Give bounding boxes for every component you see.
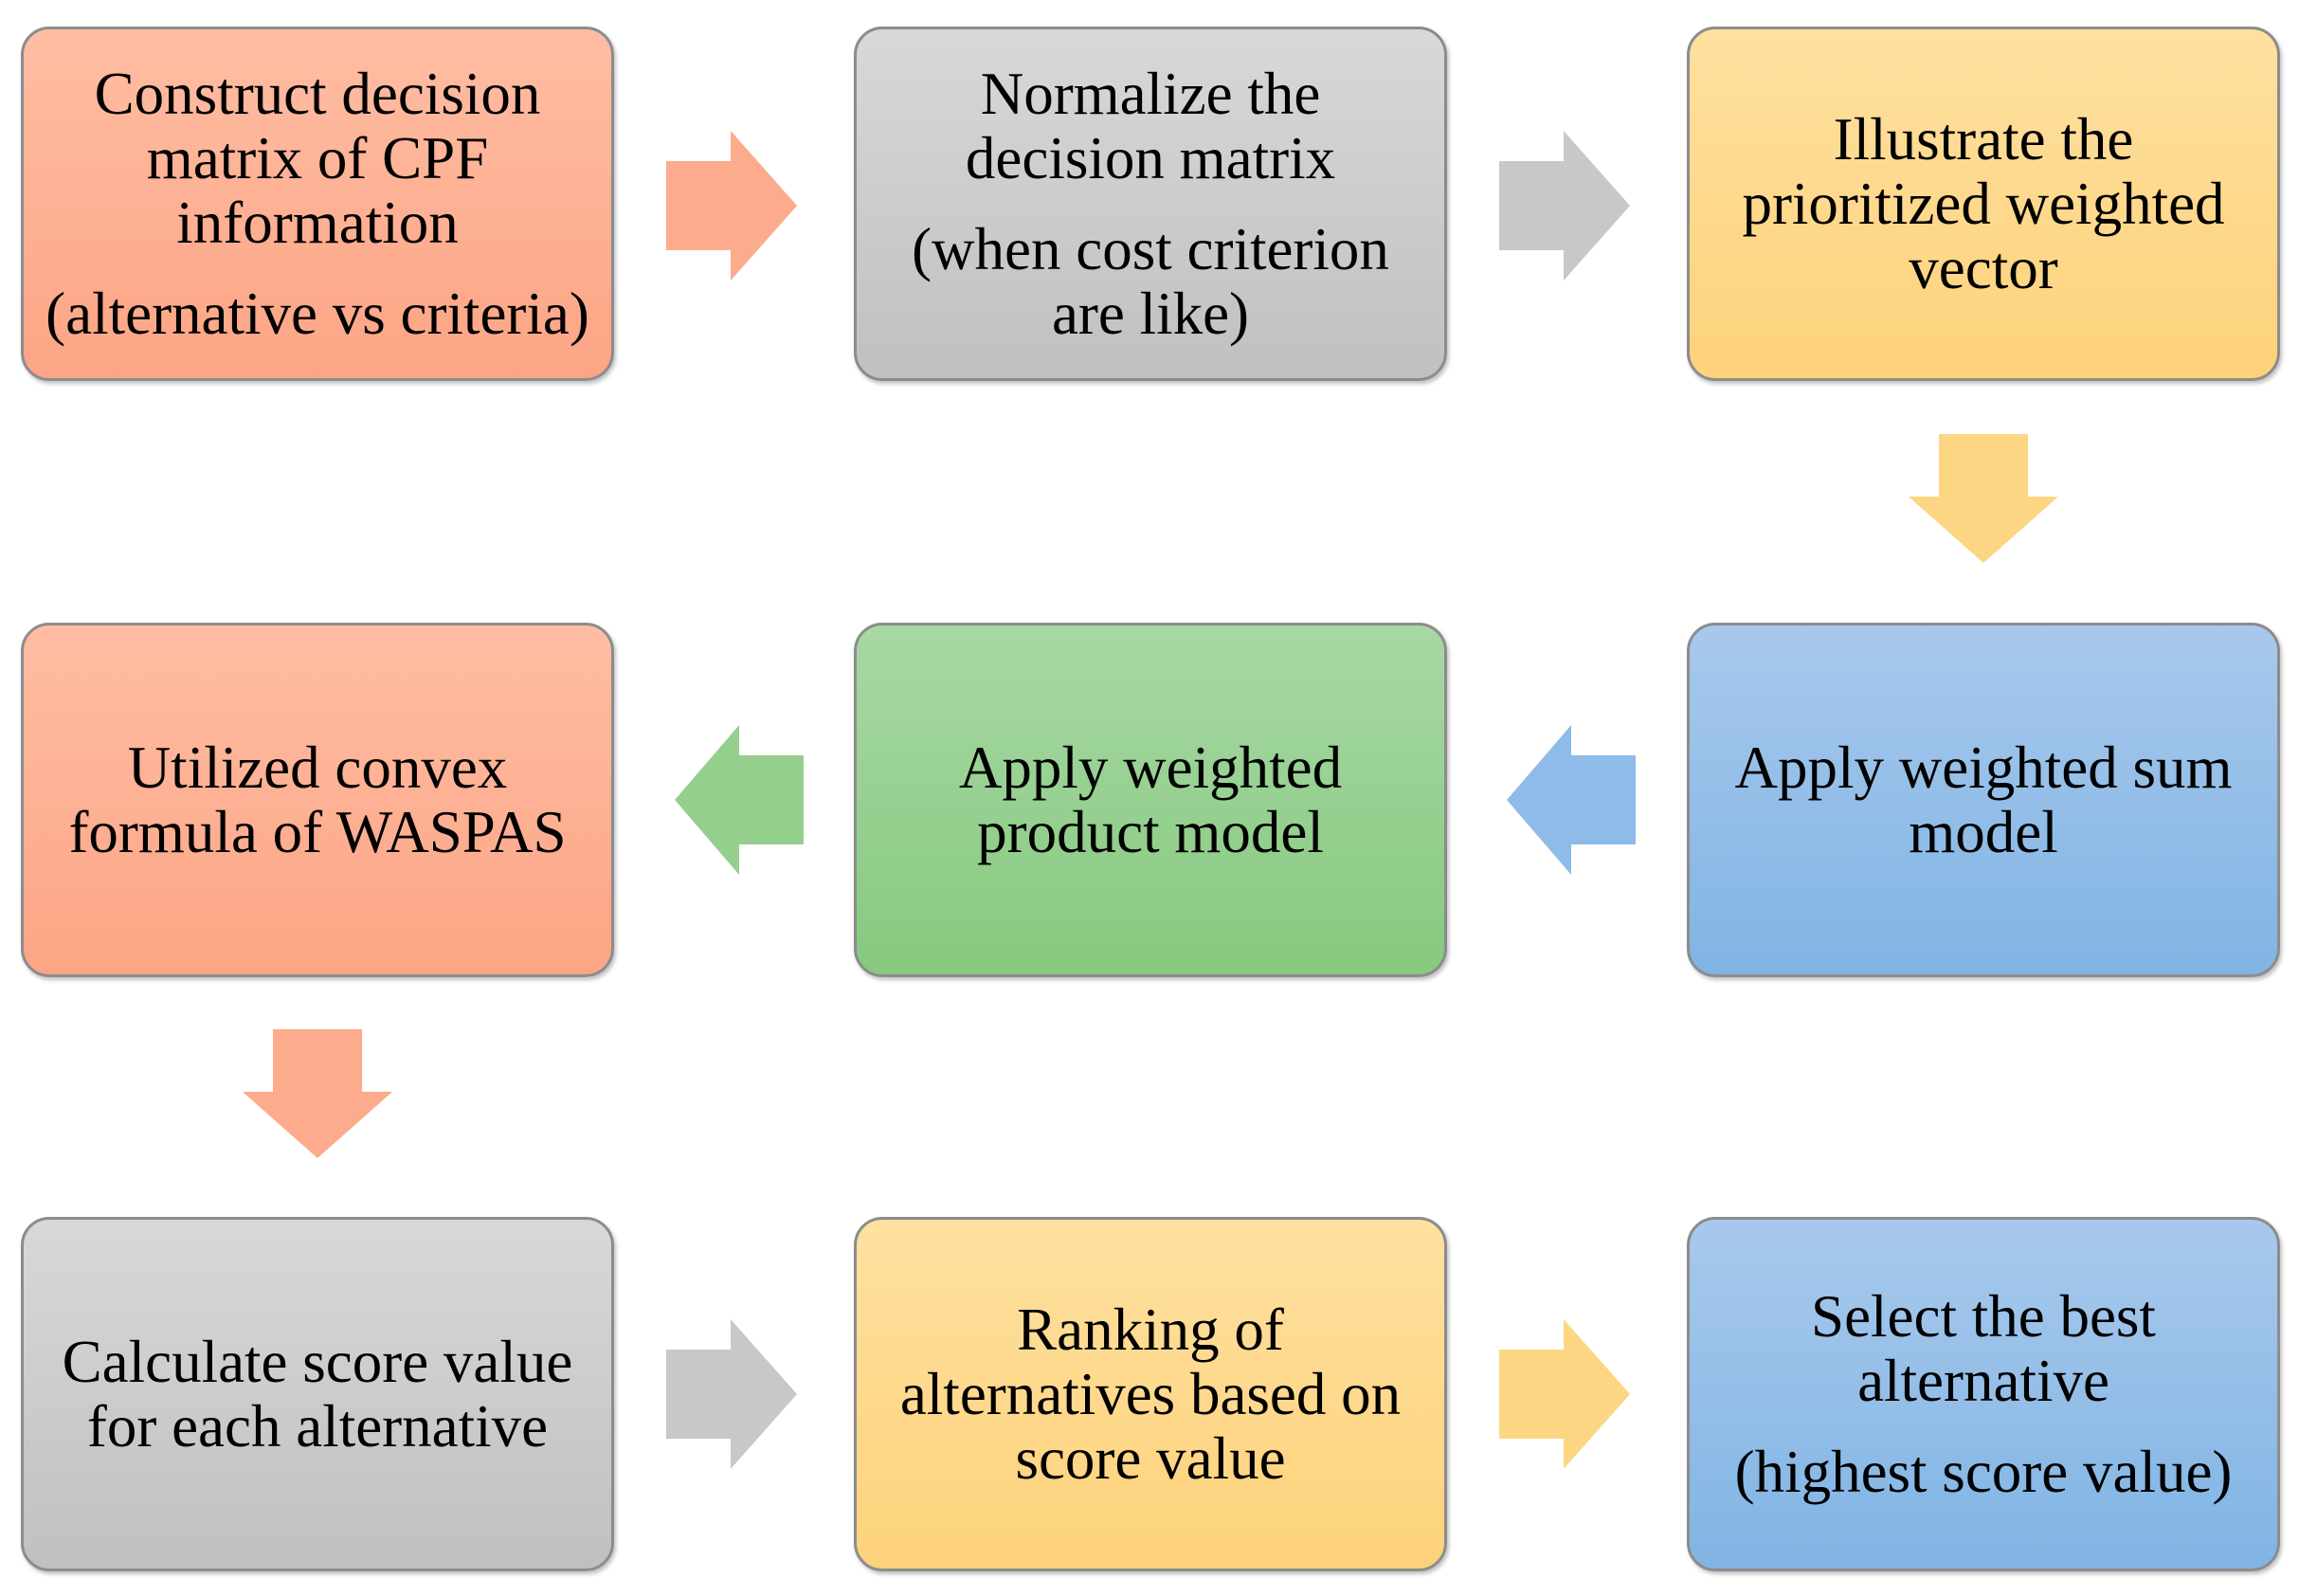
step-select-best-alternative: Select the best alternative (highest sco… [1687, 1217, 2280, 1571]
step-9-note: (highest score value) [1734, 1439, 2233, 1505]
step-1-text: Construct decision matrix of CPF informa… [94, 61, 541, 256]
arrow-right-icon [666, 131, 797, 281]
arrow-right-icon [1499, 1319, 1630, 1469]
step-weighted-sum-model: Apply weighted sum model [1687, 623, 2280, 977]
step-construct-decision-matrix: Construct decision matrix of CPF informa… [21, 27, 614, 381]
step-2-note: (when cost criterion are like) [912, 216, 1389, 347]
step-weighted-product-model: Apply weighted product model [854, 623, 1447, 977]
step-ranking-alternatives: Ranking of alternatives based on score v… [854, 1217, 1447, 1571]
step-calculate-score-value: Calculate score value for each alternati… [21, 1217, 614, 1571]
arrow-down-icon [1909, 434, 2058, 563]
step-5-text: Apply weighted product model [958, 735, 1343, 865]
step-prioritized-weighted-vector: Illustrate the prioritized weighted vect… [1687, 27, 2280, 381]
arrow-right-icon [666, 1319, 797, 1469]
step-8-text: Ranking of alternatives based on score v… [899, 1297, 1402, 1492]
step-4-text: Apply weighted sum model [1734, 735, 2233, 865]
step-normalize-decision-matrix: Normalize the decision matrix (when cost… [854, 27, 1447, 381]
step-convex-formula-waspas: Utilized convex formula of WASPAS [21, 623, 614, 977]
step-6-text: Utilized convex formula of WASPAS [68, 735, 567, 865]
step-3-text: Illustrate the prioritized weighted vect… [1742, 106, 2225, 301]
arrow-left-icon [675, 725, 804, 875]
arrow-left-icon [1507, 725, 1636, 875]
step-7-text: Calculate score value for each alternati… [62, 1329, 573, 1460]
step-1-note: (alternative vs criteria) [45, 281, 589, 347]
arrow-down-icon [243, 1029, 392, 1158]
arrow-right-icon [1499, 131, 1630, 281]
step-2-text: Normalize the decision matrix [965, 61, 1336, 191]
step-9-text: Select the best alternative [1811, 1283, 2156, 1414]
